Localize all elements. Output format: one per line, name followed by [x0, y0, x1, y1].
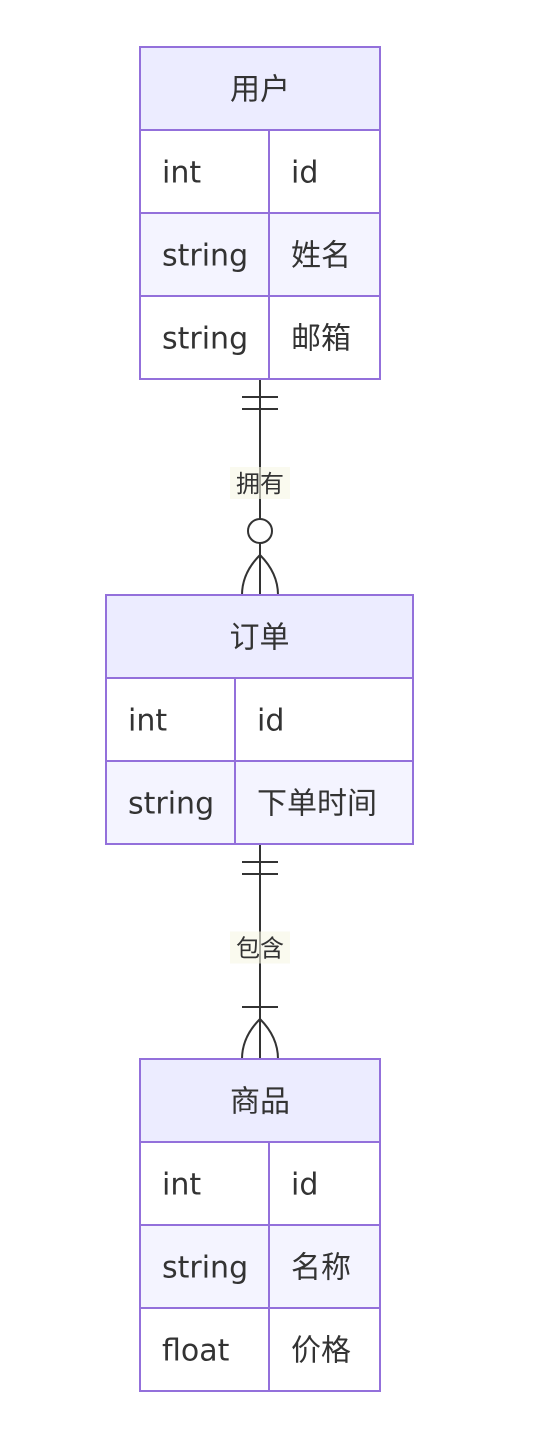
attribute-name-cell — [268, 1141, 381, 1226]
attribute-name: id — [291, 1168, 318, 1203]
relationship-order-product: 包含 — [230, 844, 290, 1060]
attribute-name: id — [291, 156, 318, 191]
entity-order: 订单 int id string 下单时间 — [105, 594, 414, 845]
entity-title: 商品 — [230, 1085, 290, 1120]
attribute-name: 下单时间 — [257, 787, 377, 822]
attribute-type: string — [162, 1251, 248, 1286]
attribute-name: 价格 — [291, 1334, 351, 1369]
crows-foot-left — [241, 1018, 261, 1060]
attribute-type-cell — [139, 1141, 270, 1226]
relationship-user-order: 拥有 — [230, 379, 290, 596]
attribute-type-cell — [139, 129, 270, 214]
attribute-type-cell — [139, 1307, 270, 1392]
attribute-name: 邮箱 — [291, 322, 351, 357]
attribute-row: int id — [139, 129, 381, 214]
attribute-type: string — [162, 239, 248, 274]
attribute-type: int — [128, 704, 167, 739]
attribute-row: string 下单时间 — [105, 760, 414, 845]
attribute-type: int — [162, 1168, 201, 1203]
attribute-type-cell — [139, 1224, 270, 1309]
attribute-name-cell — [234, 760, 414, 845]
attribute-name: id — [257, 704, 284, 739]
entity-header — [105, 594, 414, 679]
attribute-name-cell — [268, 1307, 381, 1392]
attribute-type: string — [128, 787, 214, 822]
attribute-name-cell — [268, 1224, 381, 1309]
attribute-name: 姓名 — [291, 239, 351, 274]
attribute-type: string — [162, 322, 248, 357]
entity-title: 订单 — [230, 621, 290, 656]
crows-foot-right — [259, 1018, 279, 1060]
entity-user: 用户 int id string 姓名 string 邮箱 — [139, 46, 381, 380]
attribute-name: 名称 — [291, 1251, 351, 1286]
crows-foot-right — [259, 554, 279, 596]
attribute-type: int — [162, 156, 201, 191]
attribute-type-cell — [105, 677, 236, 762]
relationship-label-bg — [230, 931, 290, 964]
attribute-type: float — [162, 1334, 230, 1369]
entity-product: 商品 int id string 名称 float 价格 — [139, 1058, 381, 1392]
attribute-type-cell — [139, 295, 270, 380]
relationship-label-bg — [230, 467, 290, 499]
attribute-type-cell — [105, 760, 236, 845]
attribute-type-cell — [139, 212, 270, 297]
attribute-row: string 名称 — [139, 1224, 381, 1309]
relationship-label: 包含 — [236, 935, 284, 963]
entity-header — [139, 1058, 381, 1143]
attribute-row: string 姓名 — [139, 212, 381, 297]
attribute-name-cell — [268, 129, 381, 214]
entity-title: 用户 — [230, 73, 290, 108]
zero-circle — [247, 518, 273, 544]
attribute-row: int id — [105, 677, 414, 762]
crows-foot-left — [241, 554, 261, 596]
attribute-row: float 价格 — [139, 1307, 381, 1392]
relationship-label: 拥有 — [236, 470, 284, 498]
attribute-row: int id — [139, 1141, 381, 1226]
attribute-name-cell — [268, 295, 381, 380]
attribute-row: string 邮箱 — [139, 295, 381, 380]
